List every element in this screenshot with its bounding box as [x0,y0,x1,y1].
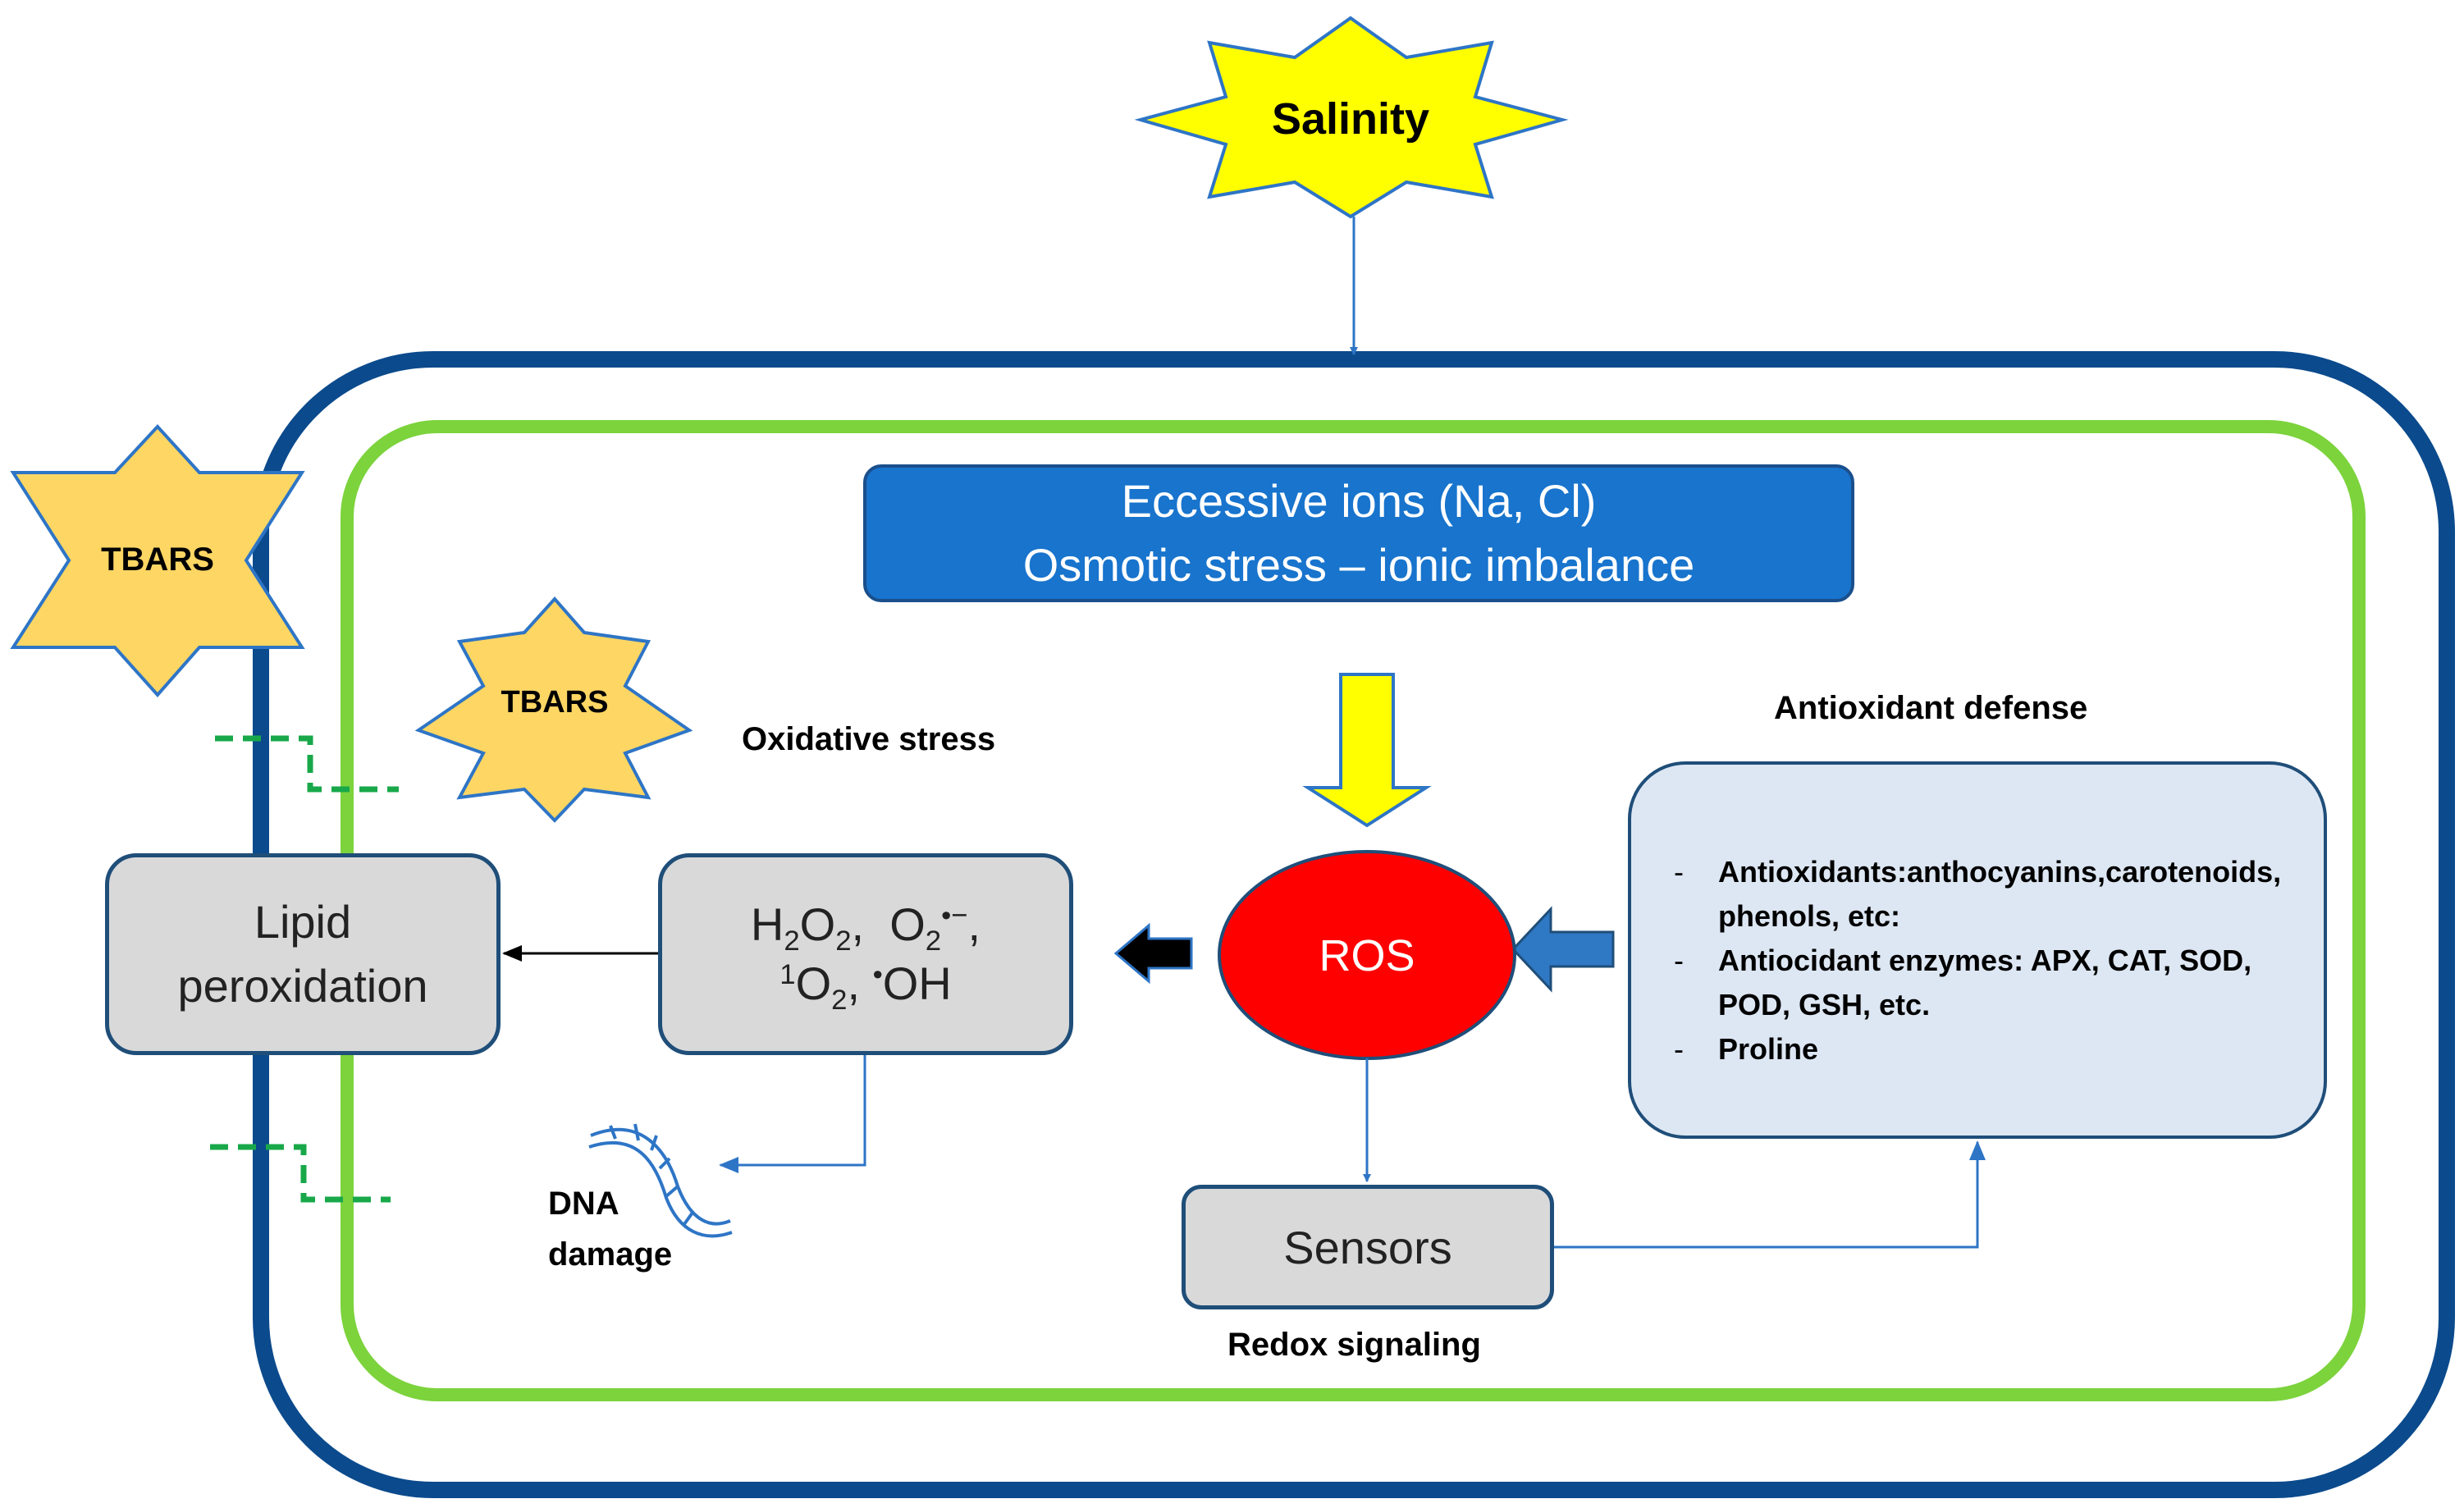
ions-to-ros-arrow [1302,673,1432,828]
sensors-to-defense-arrow [1554,1140,1986,1249]
tbars-inner-label: TBARS [501,685,609,720]
sensors-box: Sensors [1182,1185,1554,1309]
tbars-outer-label: TBARS [101,542,214,578]
ions-line1: Eccessive ions (Na, Cl) [1121,475,1597,527]
antioxidant-item: Antiocidant enzymes: APX, CAT, SOD, POD,… [1674,939,2283,1027]
tbars-outer-star [10,424,305,698]
sensors-label: Sensors [1283,1221,1452,1273]
antioxidant-item: Antioxidants:anthocyanins,carotenoids, p… [1674,850,2283,939]
ros-label: ROS [1319,931,1415,980]
antioxidant-list: Antioxidants:anthocyanins,carotenoids, p… [1674,850,2283,1072]
redox-signaling-label: Redox signaling [1227,1327,1481,1363]
dna-damage-line1: DNA [548,1186,619,1222]
antioxidant-defense-box: Antioxidants:anthocyanins,carotenoids, p… [1628,761,2327,1139]
dna-damage-line2: damage [548,1236,673,1273]
antioxidant-item: Proline [1674,1027,2283,1072]
species-to-dna-arrow [719,1055,866,1173]
ros-species-line2: 1O2, •OH [779,957,952,1017]
membrane-dash-bottom [210,1144,391,1203]
excessive-ions-box: Eccessive ions (Na, Cl) Osmotic stress –… [863,464,1854,602]
ros-species-line1: H2O2, O2•−, [750,898,981,957]
salinity-label: Salinity [1271,94,1430,144]
ions-line2: Osmotic stress – ionic imbalance [1022,539,1695,591]
lipid-line1: Lipid [254,896,352,948]
lipid-peroxidation-box: Lipid peroxidation [105,853,501,1055]
lipid-line2: peroxidation [177,960,428,1012]
oxidative-stress-label: Oxidative stress [742,721,996,757]
ros-species-box: H2O2, O2•−, 1O2, •OH [658,853,1073,1055]
antioxidant-defense-label: Antioxidant defense [1774,690,2088,726]
defense-to-ros-arrow [1511,906,1615,993]
membrane-dash-top [215,735,399,793]
salinity-star [1134,16,1569,219]
dna-damage-label: DNA damage [548,1178,672,1280]
ros-to-species-arrow [1113,922,1193,985]
tbars-inner-star [414,596,693,823]
dna-strand-icon [588,1123,733,1238]
